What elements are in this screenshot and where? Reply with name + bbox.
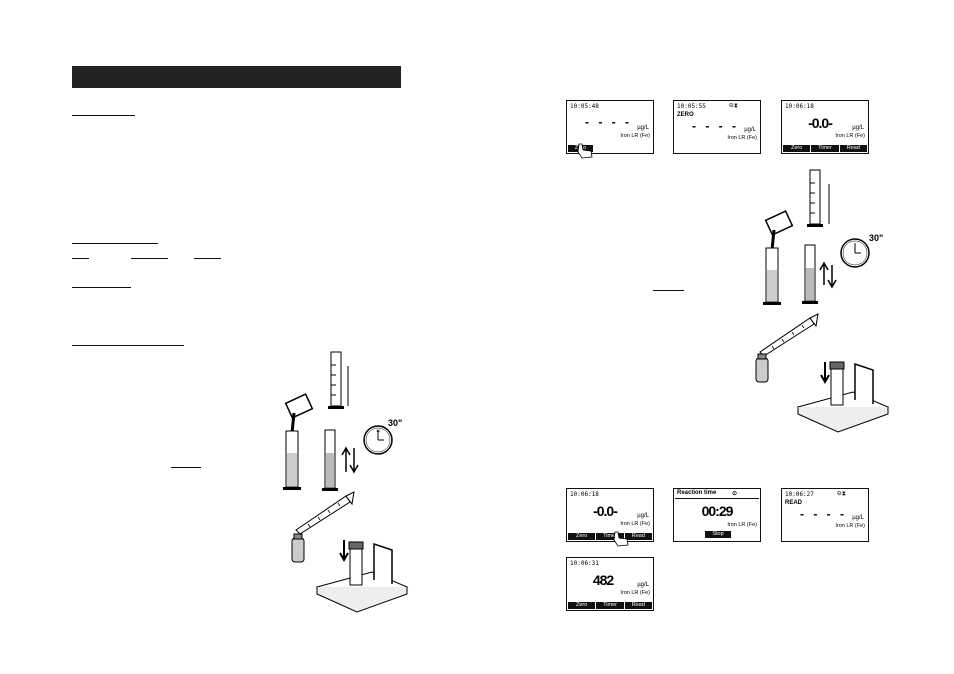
underline-heading-3 [72,287,131,288]
timer-label: 30" [388,418,403,428]
stop-softkey[interactable]: Stop [705,531,731,538]
softkey-bar: Zero Timer Read [568,602,652,609]
screen-parameter: Iron LR (Fe) [835,523,865,529]
screen-title: Reaction time [677,490,717,496]
screen-unit: µg/L [637,582,649,588]
underline-heading-1 [72,115,135,116]
busy-icon: ⊖⧗ [728,103,738,109]
softkey-bar: Zero Timer Read [568,533,652,540]
screen-dashes: - - - - [692,119,739,133]
reagent-packet-illustration [763,210,794,305]
reagent-packet-illustration [283,393,314,490]
clock-icon [840,238,870,268]
graduated-cylinder-illustration [807,169,830,227]
screen-unit: µg/L [744,127,756,133]
screen-mode: ZERO [677,112,694,118]
screen-time: 10:06:27 [785,491,814,498]
timer-label: 30" [869,233,884,243]
timer-icon: ⊙ [731,491,737,497]
lcd-screen-7: 10:06:31 482 µg/L Iron LR (Fe) Zero Time… [566,557,654,611]
underline-heading-2 [72,243,158,244]
graduated-cylinder-illustration [328,351,349,409]
screen-value: -0.0- [593,503,618,519]
screen-dashes: - - - - [800,507,847,521]
screen-title-bar: Reaction time ⊙ [675,490,759,499]
zero-softkey[interactable]: Zero [783,145,812,152]
photometer-instrument-illustration [315,540,409,613]
underline-word-3 [194,258,221,259]
screen-unit: µg/L [852,515,864,521]
hand-pointer-icon [577,143,593,159]
zero-softkey[interactable]: Zero [568,533,597,540]
timer-softkey[interactable]: Timer [596,602,625,609]
shake-cylinder-illustration [322,429,359,491]
svg-text:12: 12 [376,428,381,433]
screen-value: -0.0- [808,115,833,131]
screen-parameter: Iron LR (Fe) [620,590,650,596]
screen-time: 10:06:18 [785,103,814,110]
softkey-bar: Zero Timer Read [783,145,867,152]
screen-time: 10:06:18 [570,491,599,498]
pipette-illustration [291,491,355,563]
zero-softkey[interactable]: Zero [568,602,597,609]
screen-unit: µg/L [852,125,864,131]
shake-cylinder-illustration [802,244,837,304]
underline-word-2 [131,258,168,259]
underline-word-5 [653,290,684,291]
screen-value: 00:29 [701,503,734,519]
screen-unit: µg/L [637,513,649,519]
screen-value: 482 [592,572,614,588]
read-softkey[interactable]: Read [846,145,860,151]
screen-parameter: Iron LR (Fe) [835,133,865,139]
screen-parameter: Iron LR (Fe) [727,135,757,141]
screen-time: 10:06:31 [570,560,599,567]
photometer-instrument-illustration [796,361,890,433]
underline-word-4 [171,467,201,468]
clock-icon: 12 [363,425,393,455]
section-header-bar [72,66,401,88]
read-softkey[interactable]: Read [631,602,645,608]
screen-parameter: Iron LR (Fe) [620,133,650,139]
screen-mode: READ [785,500,803,506]
lcd-screen-3: 10:06:18 -0.0- µg/L Iron LR (Fe) Zero Ti… [781,100,869,154]
screen-dashes: - - - - [585,115,632,129]
timer-softkey[interactable]: Timer [811,145,840,152]
screen-parameter: Iron LR (Fe) [620,521,650,527]
pipette-illustration [755,313,819,383]
screen-time: 10:05:48 [570,103,599,110]
read-softkey[interactable]: Read [631,533,645,539]
screen-time: 10:05:55 [677,103,706,110]
lcd-screen-5: Reaction time ⊙ 00:29 Iron LR (Fe) Stop [673,488,761,542]
underline-heading-4 [72,345,184,346]
underline-word-1 [72,258,89,259]
lcd-screen-2: 10:05:55 ⊖⧗ ZERO - - - - µg/L Iron LR (F… [673,100,761,154]
screen-unit: µg/L [637,125,649,131]
timer-softkey[interactable]: Timer [596,533,625,540]
hand-pointer-icon [613,531,629,547]
lcd-screen-6: 10:06:27 ⊖⧗ READ - - - - µg/L Iron LR (F… [781,488,869,542]
screen-parameter: Iron LR (Fe) [727,522,757,528]
lcd-screen-4: 10:06:18 -0.0- µg/L Iron LR (Fe) Zero Ti… [566,488,654,542]
busy-icon: ⊖⧗ [836,491,846,497]
